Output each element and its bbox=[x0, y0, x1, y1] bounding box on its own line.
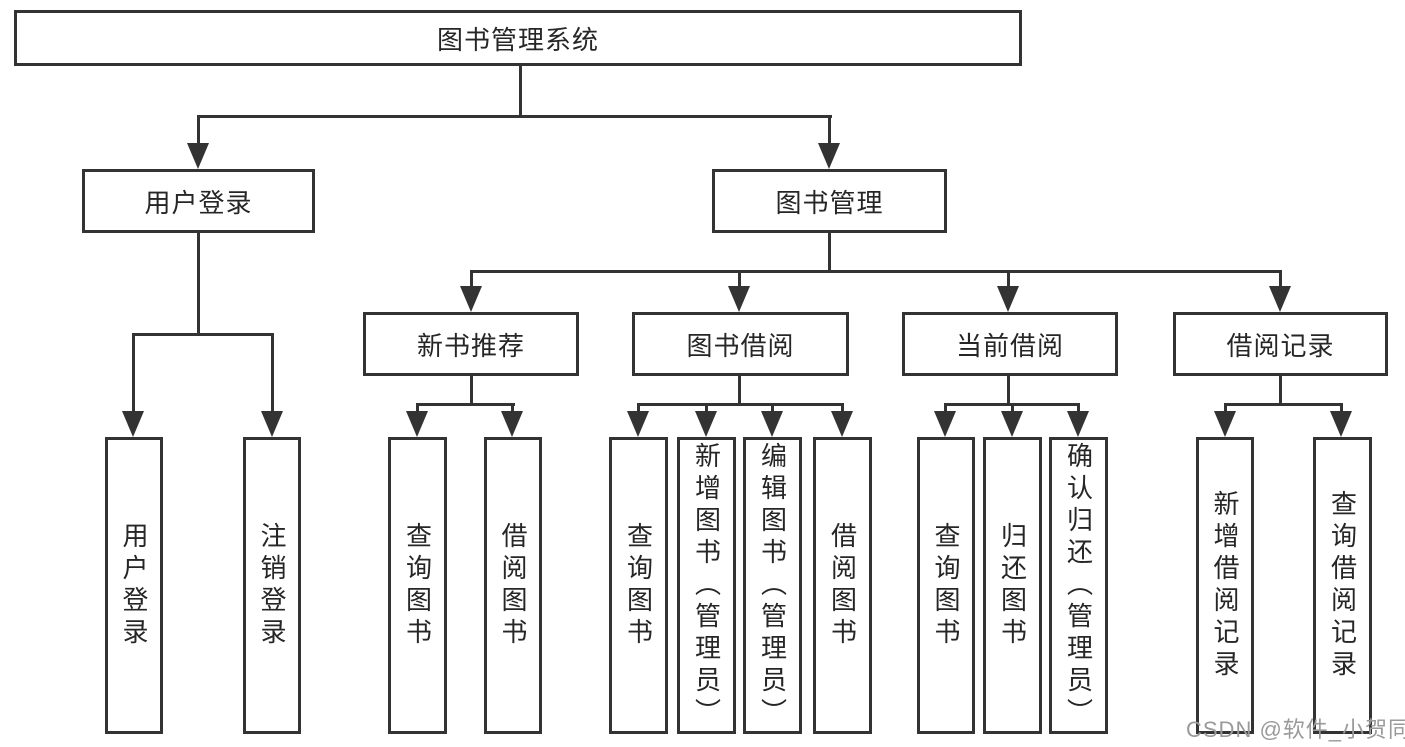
connector-line bbox=[738, 270, 741, 288]
connector-line bbox=[416, 403, 515, 406]
connector-line bbox=[197, 233, 200, 336]
connector-line bbox=[828, 115, 831, 145]
arrow-down-icon bbox=[627, 411, 649, 437]
connector-line bbox=[705, 403, 708, 415]
arrow-down-icon bbox=[818, 143, 840, 169]
leaf-return-book: 归还图书 bbox=[983, 437, 1042, 734]
connector-line bbox=[470, 376, 473, 406]
connector-line bbox=[470, 270, 473, 288]
leaf-borrow-books-label: 借阅图书 bbox=[827, 521, 858, 650]
node-new-book-rec: 新书推荐 bbox=[363, 312, 579, 376]
leaf-current-query-books-label: 查询图书 bbox=[931, 521, 961, 650]
connector-line bbox=[132, 333, 274, 336]
connector-line bbox=[738, 376, 741, 406]
connector-line bbox=[1340, 403, 1343, 415]
connector-line bbox=[271, 333, 274, 413]
arrow-down-icon bbox=[1330, 411, 1352, 437]
leaf-borrow-query-books-label: 查询图书 bbox=[623, 521, 654, 650]
leaf-query-borrow-record-label: 查询借阅记录 bbox=[1327, 489, 1358, 682]
arrow-down-icon bbox=[1214, 411, 1236, 437]
connector-line bbox=[197, 115, 832, 118]
leaf-rec-query-books: 查询图书 bbox=[388, 437, 447, 734]
arrow-down-icon bbox=[1067, 411, 1089, 437]
leaf-add-borrow-record: 新增借阅记录 bbox=[1196, 437, 1254, 734]
connector-line bbox=[132, 333, 135, 413]
leaf-query-borrow-record: 查询借阅记录 bbox=[1313, 437, 1372, 734]
node-book-borrow: 图书借阅 bbox=[632, 312, 849, 376]
connector-line bbox=[519, 66, 522, 117]
node-root-label: 图书管理系统 bbox=[436, 24, 599, 55]
leaf-confirm-return-admin: 确认归还（管理员） bbox=[1049, 437, 1108, 734]
node-new-book-rec-label: 新书推荐 bbox=[416, 330, 525, 361]
arrow-down-icon bbox=[1269, 286, 1291, 312]
node-current-borrow: 当前借阅 bbox=[902, 312, 1118, 376]
connector-line bbox=[841, 403, 844, 415]
connector-line bbox=[1224, 403, 1227, 415]
connector-line bbox=[1279, 376, 1282, 406]
leaf-logout: 注销登录 bbox=[243, 437, 301, 734]
arrow-down-icon bbox=[501, 411, 523, 437]
leaf-borrow-query-books: 查询图书 bbox=[609, 437, 668, 734]
arrow-down-icon bbox=[695, 411, 717, 437]
connector-line bbox=[1007, 270, 1010, 288]
arrow-down-icon bbox=[728, 286, 750, 312]
leaf-borrow-books: 借阅图书 bbox=[813, 437, 872, 734]
arrow-down-icon bbox=[934, 411, 956, 437]
connector-line bbox=[470, 270, 1281, 273]
connector-line bbox=[1007, 376, 1010, 406]
leaf-add-borrow-record-label: 新增借阅记录 bbox=[1210, 489, 1240, 682]
node-current-borrow-label: 当前借阅 bbox=[955, 330, 1064, 361]
connector-line bbox=[771, 403, 774, 415]
csdn-watermark: CSDN @软件_小贺同学 bbox=[1186, 717, 1405, 742]
arrow-down-icon bbox=[460, 286, 482, 312]
connector-line bbox=[1224, 403, 1342, 406]
leaf-add-book-admin: 新增图书（管理员） bbox=[677, 437, 736, 734]
node-book-mgmt: 图书管理 bbox=[712, 169, 947, 233]
connector-line bbox=[637, 403, 844, 406]
leaf-edit-book-admin-label: 编辑图书（管理员） bbox=[757, 441, 788, 730]
connector-line bbox=[828, 233, 831, 273]
arrow-down-icon bbox=[187, 143, 209, 169]
connector-line bbox=[1077, 403, 1080, 415]
connector-line bbox=[637, 403, 640, 415]
leaf-rec-borrow-books: 借阅图书 bbox=[484, 437, 542, 734]
node-root: 图书管理系统 bbox=[14, 10, 1022, 66]
connector-line bbox=[511, 403, 514, 415]
connector-line bbox=[197, 115, 200, 145]
node-book-mgmt-label: 图书管理 bbox=[775, 187, 884, 218]
node-borrow-records-label: 借阅记录 bbox=[1226, 330, 1335, 361]
arrow-down-icon bbox=[122, 411, 144, 437]
arrow-down-icon bbox=[997, 286, 1019, 312]
leaf-rec-borrow-books-label: 借阅图书 bbox=[498, 521, 528, 650]
leaf-current-query-books: 查询图书 bbox=[917, 437, 975, 734]
node-user-login-label: 用户登录 bbox=[144, 187, 253, 218]
arrow-down-icon bbox=[831, 411, 853, 437]
leaf-user-login: 用户登录 bbox=[105, 437, 163, 734]
node-user-login: 用户登录 bbox=[82, 169, 315, 233]
node-book-borrow-label: 图书借阅 bbox=[686, 330, 795, 361]
leaf-confirm-return-admin-label: 确认归还（管理员） bbox=[1063, 441, 1094, 730]
connector-line bbox=[944, 403, 947, 415]
connector-line bbox=[1279, 270, 1282, 288]
leaf-return-book-label: 归还图书 bbox=[997, 521, 1028, 650]
leaf-logout-label: 注销登录 bbox=[257, 521, 287, 650]
connector-line bbox=[1011, 403, 1014, 415]
arrow-down-icon bbox=[1001, 411, 1023, 437]
leaf-add-book-admin-label: 新增图书（管理员） bbox=[691, 441, 722, 730]
node-borrow-records: 借阅记录 bbox=[1173, 312, 1388, 376]
arrow-down-icon bbox=[406, 411, 428, 437]
leaf-rec-query-books-label: 查询图书 bbox=[402, 521, 433, 650]
arrow-down-icon bbox=[261, 411, 283, 437]
leaf-user-login-label: 用户登录 bbox=[119, 521, 149, 650]
leaf-edit-book-admin: 编辑图书（管理员） bbox=[743, 437, 802, 734]
arrow-down-icon bbox=[761, 411, 783, 437]
connector-line bbox=[416, 403, 419, 415]
